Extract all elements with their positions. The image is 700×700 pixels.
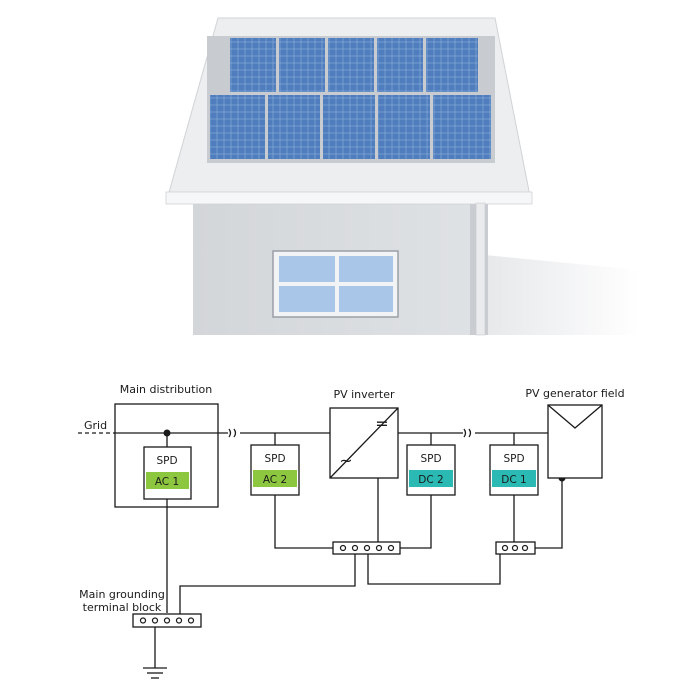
pv-generator-symbol [547,404,603,479]
solar-panel [279,38,325,92]
spd-ac1-badge [146,472,189,489]
solar-panel [210,95,265,159]
main-distribution-label: Main distribution [120,383,212,396]
roof-edge [165,191,533,205]
spd-dc1-title: SPD [503,453,524,465]
house [165,17,640,336]
downpipe [475,202,486,336]
solar-panel-array [207,36,495,163]
solar-panel [268,95,320,159]
spd-dc1-badge [492,470,536,487]
solar-panel [230,38,276,92]
spd-dc2-code: DC 2 [418,474,443,486]
inverter-ac-symbol: ~ [339,451,352,470]
spd-ac2-code: AC 2 [263,474,287,486]
spd-ac2-badge [253,470,297,487]
spd-ac1-title: SPD [156,455,177,467]
spd-ac1 [143,446,192,500]
spd-dc2-title: SPD [420,453,441,465]
spd-ac2-title: SPD [264,453,285,465]
main-grounding-label-line1: Main grounding [79,588,165,601]
spd-dc2-badge [409,470,453,487]
spd-dc2 [406,444,456,496]
solar-panel [426,38,478,92]
generator-terminal-block [495,541,536,555]
pv-inverter-label: PV inverter [333,388,395,401]
spd-dc1 [489,444,539,496]
window [272,250,399,318]
solar-panel [378,95,430,159]
main-distribution-box [114,403,219,508]
pv-generator-field-label: PV generator field [525,387,624,400]
solar-panel [328,38,374,92]
spd-ac2 [250,444,300,496]
spd-dc1-code: DC 1 [501,474,526,486]
grid-label: Grid [84,419,107,432]
main-grounding-terminal-block [132,613,202,628]
inverter-terminal-block [332,541,401,555]
solar-panel [323,95,375,159]
solar-panel [433,95,491,159]
ground-shadow [485,255,640,335]
main-grounding-label-line2: terminal block [83,601,162,614]
inverter-dc-symbol: = [375,414,388,433]
solar-panel [377,38,423,92]
pv-inverter [329,407,399,479]
wiring [78,428,566,679]
spd-ac1-code: AC 1 [155,476,179,488]
